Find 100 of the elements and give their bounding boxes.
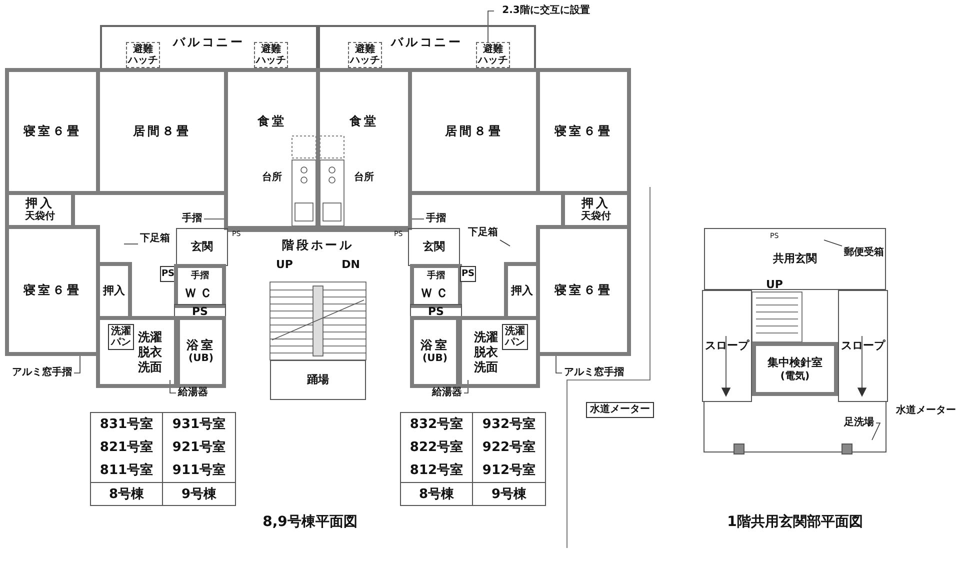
note-text: 給湯器 (430, 386, 464, 400)
room-label: 避難 (355, 44, 375, 55)
table-cell-text: 921号室 (171, 438, 227, 457)
escape-hatch (476, 42, 510, 68)
room-label: ハッチ (256, 55, 286, 66)
toilet-room (174, 264, 226, 308)
room-label: 避難 (483, 44, 503, 55)
room-label: 押入 (511, 282, 533, 299)
table-cell-text: 912号室 (481, 462, 537, 480)
room-label: 居間８畳 (133, 124, 191, 139)
room-label: PS (192, 304, 208, 320)
table-cell: 9号棟 (163, 482, 235, 505)
room-label: 台所 (354, 172, 374, 184)
room-label: 踊場 (307, 372, 329, 388)
room-outline (5, 225, 100, 356)
room-label: (UB) (188, 353, 214, 366)
note-text: アルミ窓手摺 (10, 366, 74, 380)
room-label: 洗濯脱衣洗面 (138, 330, 162, 374)
table-cell: 831号室 (91, 413, 163, 436)
room-outline (176, 228, 228, 266)
note-text: 足洗場 (842, 416, 876, 430)
room-label: ハッチ (350, 55, 380, 66)
room-label: 天袋付 (581, 211, 611, 224)
room-label: (UB) (422, 353, 448, 366)
leader-line (872, 422, 881, 440)
room-label: PS (461, 270, 475, 278)
room-label: 寝室６畳 (24, 283, 82, 298)
balcony-outline (100, 25, 318, 68)
table-cell: 8号棟 (401, 482, 473, 505)
meter-label: 水道メーター (586, 402, 654, 418)
balcony-label: バルコニー (173, 35, 245, 50)
room-label: 寝室６畳 (24, 124, 82, 139)
room-label: 浴室 (420, 338, 450, 353)
room-label: 集中検針室 (768, 354, 822, 370)
room-label: ハッチ (478, 55, 508, 66)
room-label: 洗濯パン (505, 326, 525, 348)
note-text: 手摺 (424, 212, 448, 226)
plan-title: 8,9号棟平面図 (262, 513, 358, 532)
room-label: 寝室６畳 (554, 283, 612, 298)
room-label: 浴室 (186, 338, 216, 353)
room-outline (270, 360, 366, 400)
room-outline (838, 290, 888, 402)
room-label: ＷＣ (420, 284, 452, 302)
leader-line (500, 240, 510, 246)
note-text: 下足箱 (138, 232, 172, 246)
room-label: PS (161, 270, 175, 278)
plan-title: 1階共用玄関部平面図 (726, 512, 864, 532)
table-cell-text: 911号室 (171, 462, 227, 480)
note-text: 郵便受箱 (842, 246, 886, 260)
table-cell: 9号棟 (473, 482, 545, 505)
plan-label: 水道メーター (896, 404, 956, 418)
note-text: アルミ窓手摺 (562, 366, 626, 380)
table-cell-text: 931号室 (171, 416, 227, 434)
room-label: 階段ホール (282, 238, 354, 253)
table-cell: 8号棟 (91, 482, 163, 505)
room-label: 押入 (103, 282, 125, 299)
note-text: 手摺 (180, 212, 204, 226)
table-cell-text: 922号室 (481, 438, 537, 457)
balcony-outline (318, 25, 536, 68)
balcony-label: バルコニー (391, 35, 463, 50)
room-label: スロープ (705, 338, 749, 354)
room-outline (96, 316, 178, 388)
leader-line (488, 10, 494, 42)
room-label: 台所 (262, 172, 282, 184)
room-label: ハッチ (128, 55, 158, 66)
note-text: 下足箱 (466, 226, 500, 240)
table-cell: 832号室 (401, 413, 473, 436)
room-label: 洗濯パン (111, 326, 131, 348)
room-label: 食堂 (258, 114, 286, 129)
room-label: 手摺 (191, 270, 209, 284)
room-outline (752, 342, 838, 396)
leader-line (74, 356, 80, 374)
leader-line (170, 380, 176, 394)
room-label: 食堂 (350, 114, 378, 129)
room-label: 押入 (26, 196, 54, 210)
stair-direction-label: UP (276, 257, 293, 273)
escape-hatch (126, 42, 160, 68)
room-label: スロープ (841, 338, 885, 354)
room-label: 玄関 (191, 238, 213, 255)
room-outline (458, 316, 540, 388)
leader-line (464, 380, 468, 394)
room-outline (702, 290, 752, 402)
leader-line (412, 218, 424, 220)
room-label: 押入 (582, 196, 610, 210)
room-label: 手摺 (427, 270, 445, 284)
room-label: 共用玄関 (773, 250, 817, 267)
room-label: 玄関 (423, 238, 445, 255)
escape-hatch (348, 42, 382, 68)
room-outline (410, 316, 460, 388)
table-cell: 811号室 (91, 459, 163, 482)
room-label: 避難 (133, 44, 153, 55)
room-label: 天袋付 (25, 211, 55, 224)
room-outline (176, 316, 226, 388)
room-label: 洗濯脱衣洗面 (474, 330, 498, 374)
room-label: 居間８畳 (445, 124, 503, 139)
table-cell: 812号室 (401, 459, 473, 482)
room-label: 寝室６畳 (554, 124, 612, 139)
room-outline (704, 228, 886, 290)
leader-line (204, 218, 224, 220)
room-label: 避難 (261, 44, 281, 55)
